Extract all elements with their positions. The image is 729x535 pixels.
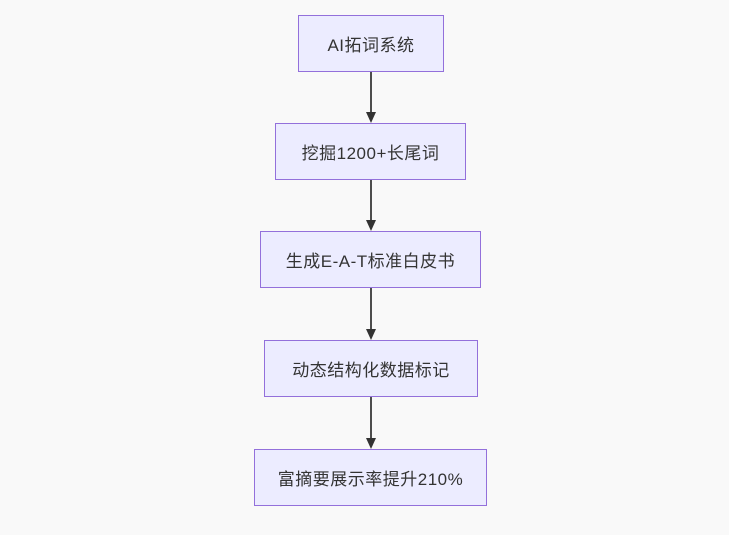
- flow-node-label: 动态结构化数据标记: [292, 361, 450, 380]
- flow-node-ai-keyword-system: AI拓词系统: [298, 15, 444, 72]
- edge-line: [370, 288, 372, 329]
- flow-node-eat-whitepaper: 生成E-A-T标准白皮书: [260, 231, 481, 288]
- flow-node-label: 挖掘1200+长尾词: [301, 144, 440, 163]
- arrow-down-icon: [366, 220, 376, 231]
- flow-edge-1: [365, 72, 377, 123]
- flow-node-label: AI拓词系统: [327, 36, 415, 55]
- flow-edge-2: [365, 180, 377, 231]
- edge-line: [370, 397, 372, 438]
- flow-node-label: 生成E-A-T标准白皮书: [285, 252, 456, 271]
- arrow-down-icon: [366, 438, 376, 449]
- flow-node-structured-data-markup: 动态结构化数据标记: [264, 340, 478, 397]
- flow-edge-4: [365, 397, 377, 449]
- flow-node-label: 富摘要展示率提升210%: [277, 470, 464, 489]
- flow-node-longtail-mining: 挖掘1200+长尾词: [275, 123, 466, 180]
- arrow-down-icon: [366, 329, 376, 340]
- flow-edge-3: [365, 288, 377, 340]
- flow-node-rich-snippet-result: 富摘要展示率提升210%: [254, 449, 487, 506]
- edge-line: [370, 72, 372, 112]
- arrow-down-icon: [366, 112, 376, 123]
- edge-line: [370, 180, 372, 220]
